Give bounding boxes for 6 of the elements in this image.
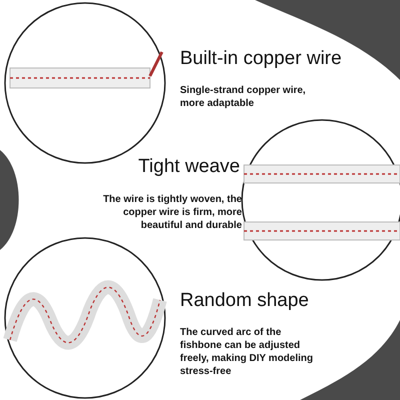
feature-description: The curved arc of the fishbone can be adjusted freely, making DIY modeling stress-free xyxy=(180,326,314,378)
feature-description: The wire is tightly woven, the copper wire is firm, more beautiful and durable xyxy=(102,193,242,232)
feature-heading: Random shape xyxy=(180,290,309,312)
feature-description: Single-strand copper wire, more adaptable xyxy=(180,84,307,110)
feature-heading: Built-in copper wire xyxy=(180,48,342,70)
feature-heading: Tight weave xyxy=(137,156,240,178)
